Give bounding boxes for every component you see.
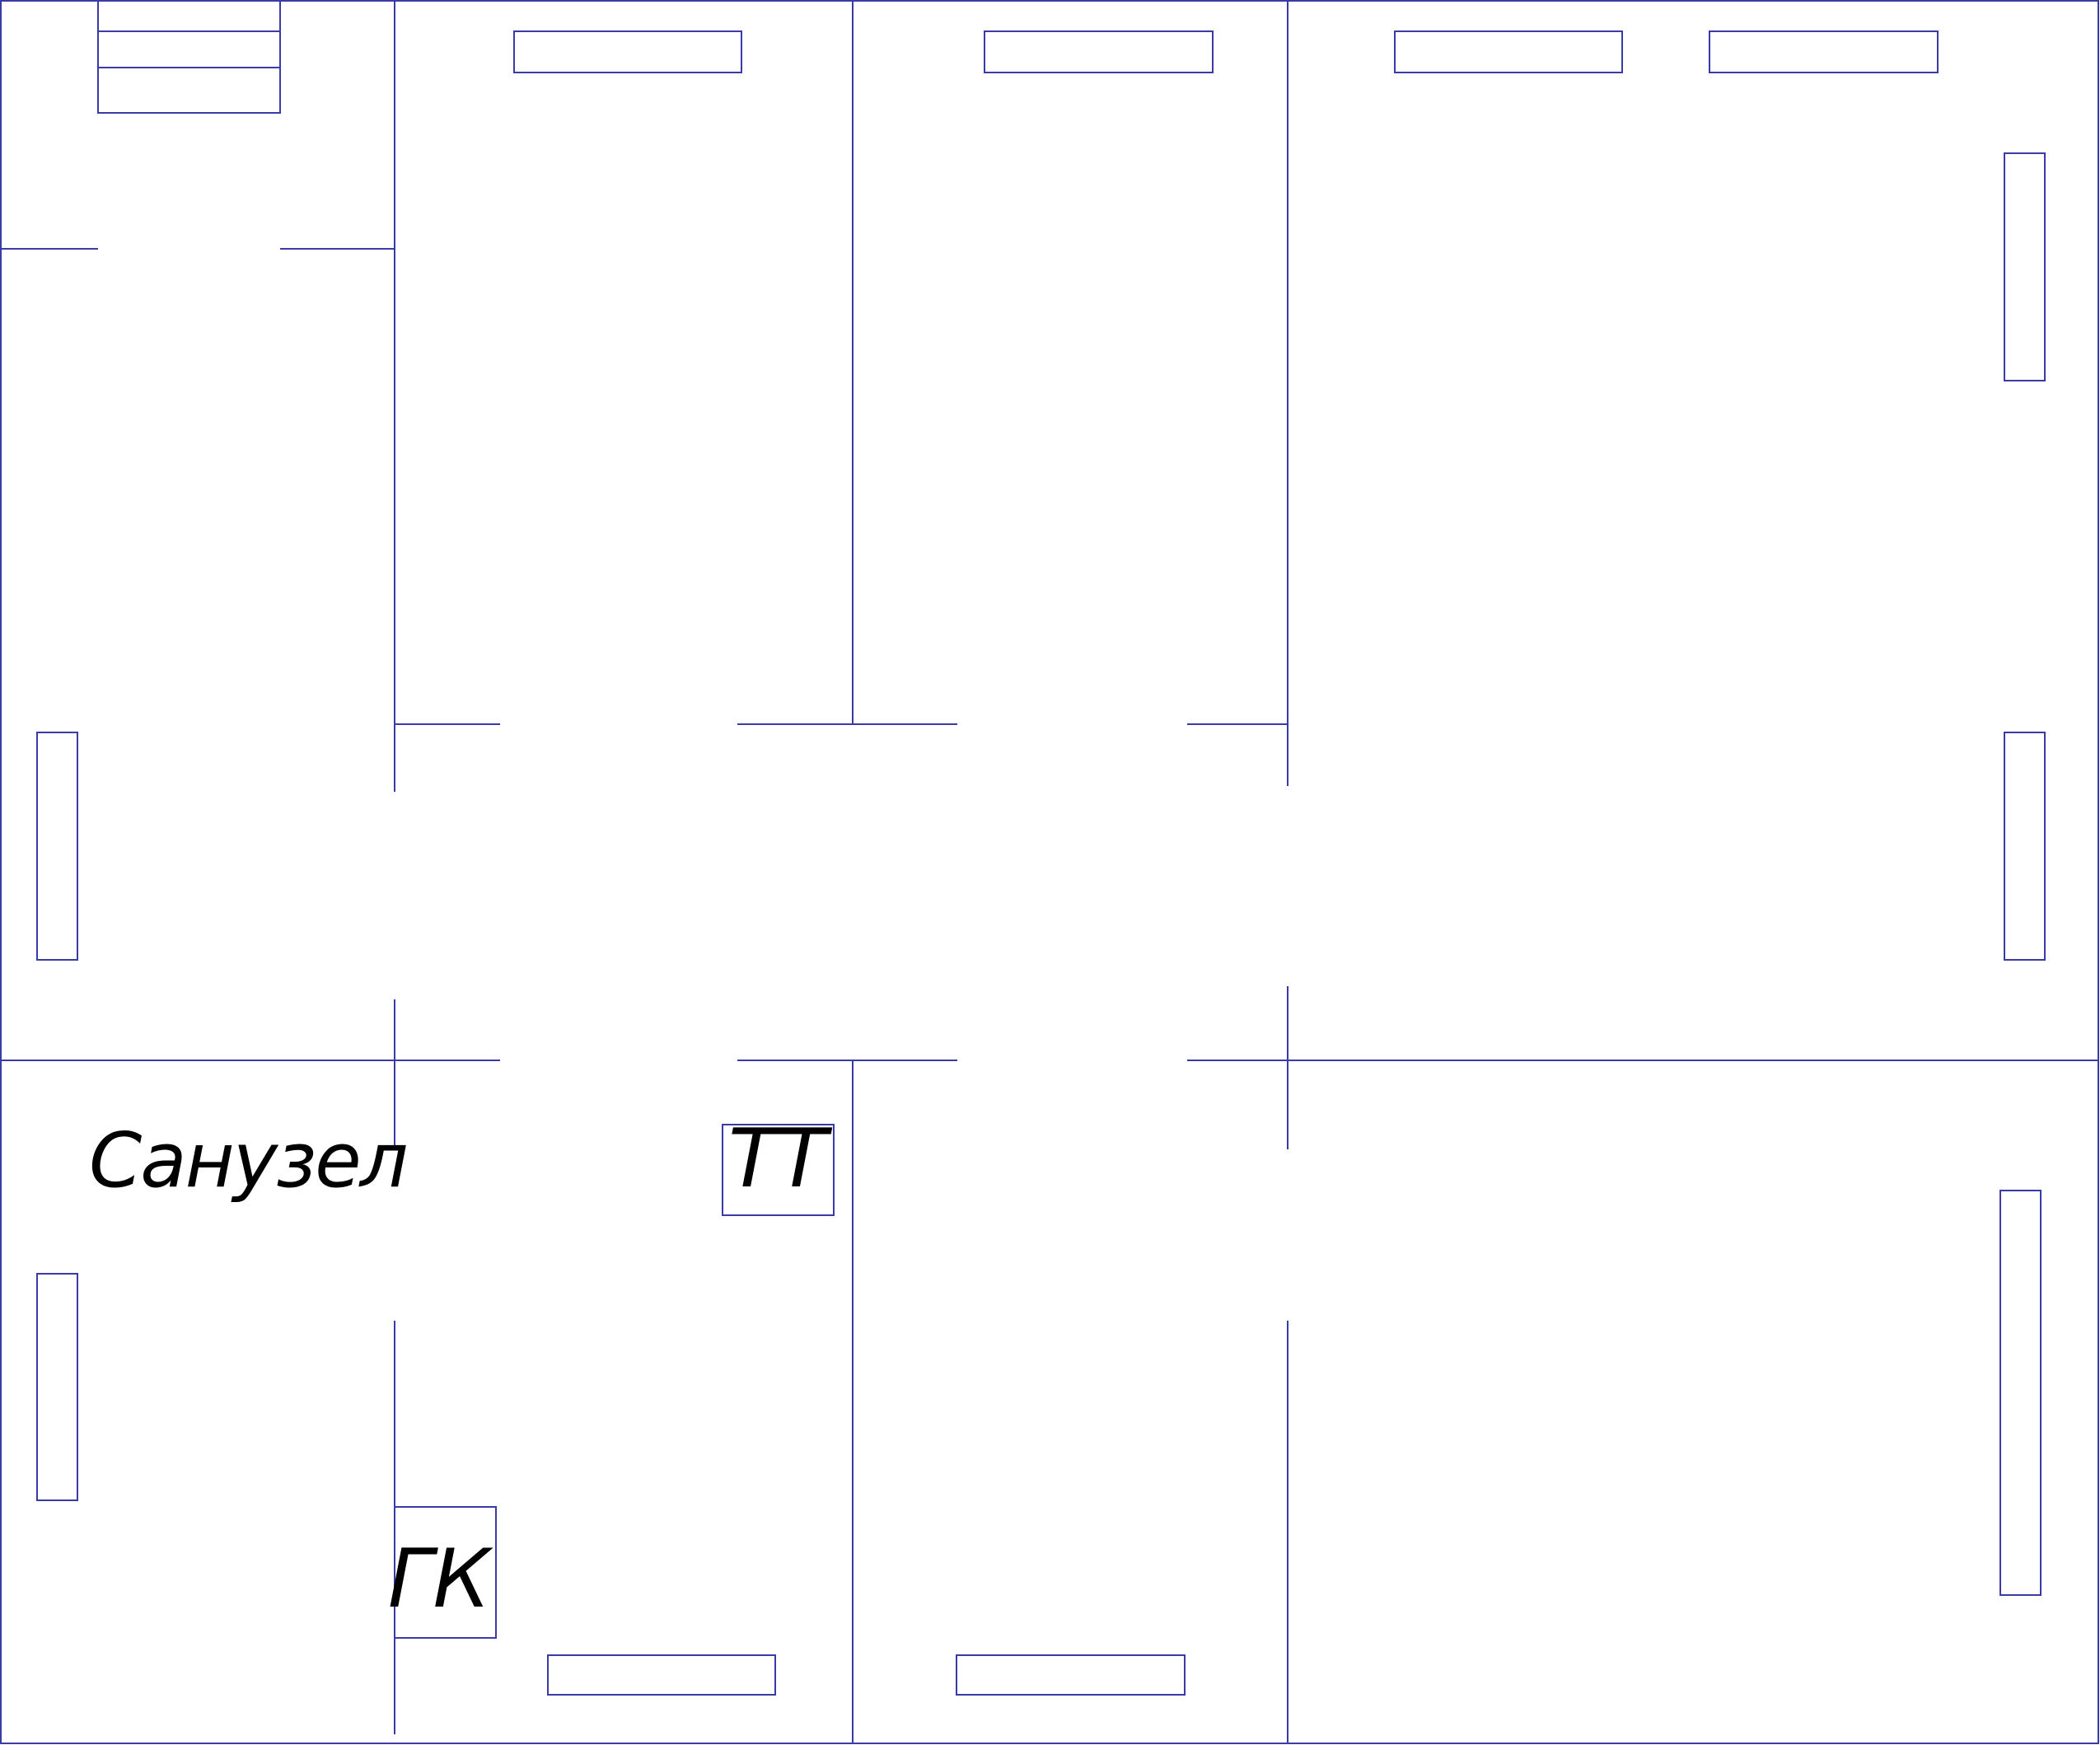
ventilation-block — [97, 0, 281, 114]
radiator-left-2 — [36, 1273, 78, 1501]
radiator-left-1 — [36, 732, 78, 961]
bathroom-label: Санузел — [89, 1116, 407, 1205]
radiator-right-3 — [1999, 1190, 2042, 1596]
radiator-top-1 — [513, 30, 742, 73]
radiator-top-3 — [1394, 30, 1623, 73]
gk-label: ГК — [388, 1532, 494, 1626]
gk-box — [394, 1506, 497, 1639]
radiator-bottom-1 — [547, 1654, 776, 1696]
tt-label: ТТ — [728, 1112, 833, 1206]
radiator-right-1 — [2004, 152, 2046, 381]
radiator-top-4 — [1709, 30, 1939, 73]
tt-box — [722, 1124, 835, 1216]
radiator-bottom-2 — [956, 1654, 1186, 1696]
radiator-top-2 — [984, 30, 1214, 73]
radiator-right-2 — [2004, 732, 2046, 961]
